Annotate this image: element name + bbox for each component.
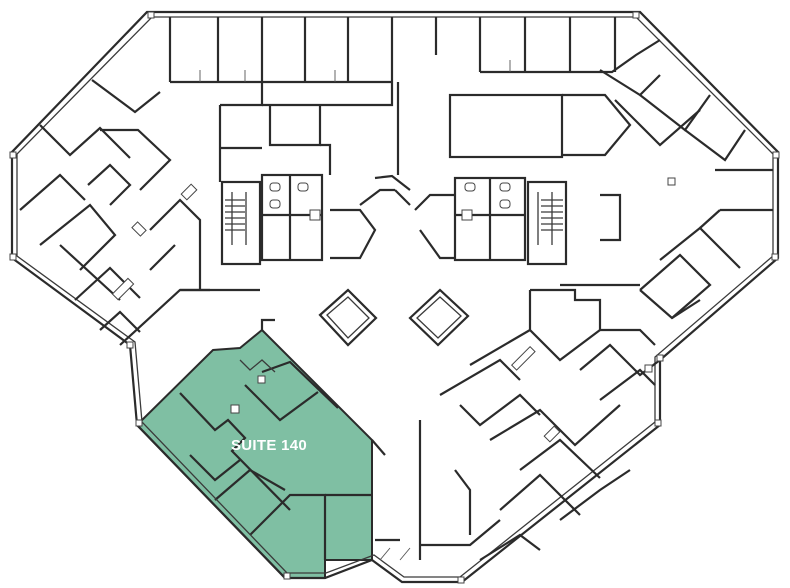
structural-columns: [9, 11, 780, 584]
northeast-offices: [560, 69, 773, 320]
suite-partition: [239, 359, 276, 373]
lobby-planter-west: [318, 288, 378, 347]
west-stair: [225, 199, 245, 231]
lobby-planter-east: [408, 288, 470, 347]
east-core: [396, 82, 632, 266]
suite-partition: [179, 392, 291, 511]
east-stair: [541, 199, 563, 231]
suite-column: [257, 375, 266, 384]
suite-partition: [249, 493, 327, 560]
lobby: [180, 174, 470, 561]
northwest-offices: [19, 79, 260, 346]
suite-label: SUITE 140: [231, 437, 307, 454]
exterior-walls: [10, 10, 780, 584]
suite-partition: [244, 384, 319, 422]
west-core: [218, 82, 394, 266]
suite-partition: [189, 454, 241, 482]
southeast-offices: [418, 288, 661, 561]
suite-partition: [214, 468, 286, 501]
north-offices: [168, 17, 661, 84]
suite-column: [230, 404, 240, 414]
